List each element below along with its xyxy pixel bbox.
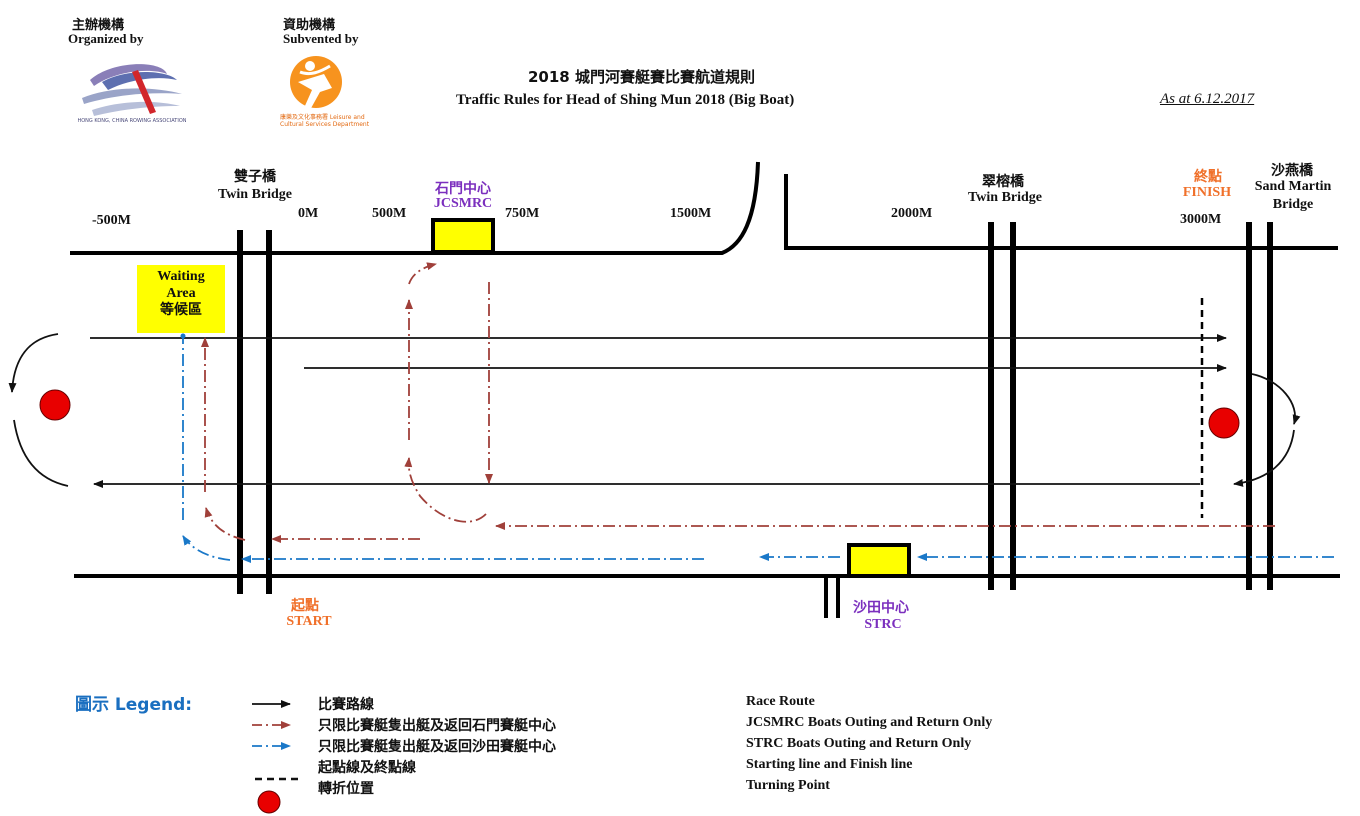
legend-item-en: JCSMRC Boats Outing and Return Only: [746, 715, 993, 730]
sand-martin-label-en-2: Bridge: [1272, 197, 1314, 212]
start-label-zh: 起點: [291, 598, 319, 614]
jcsmrc-label-en: JCSMRC: [433, 196, 493, 211]
waiting-area: Waiting Area 等候區: [137, 265, 225, 333]
lcsd-logo: 康樂及文化事務署 Leisure and Cultural Services D…: [280, 52, 370, 142]
distance-mark: 3000M: [1180, 212, 1222, 227]
turn-arc-right-bottom: [1233, 429, 1295, 487]
sand-martin-bridge: [1246, 222, 1273, 590]
legend-item-en: Turning Point: [746, 778, 830, 793]
jcsmrc-up-curve: [408, 262, 437, 285]
twin-bridge-left-en: Twin Bridge: [217, 187, 293, 202]
legend-item-zh: 轉折位置: [318, 781, 374, 797]
jcsmrc-route: [201, 262, 1275, 543]
distance-mark: 1500M: [670, 206, 712, 221]
turning-point-right: [1208, 407, 1240, 439]
strc-end-dot: [180, 333, 186, 339]
twin-bridge-right: [988, 222, 1016, 590]
jcsmrc-label-zh: 石門中心: [435, 181, 491, 197]
river-banks: [70, 161, 1340, 578]
hkcra-logo: HONG KONG, CHINA ROWING ASSOCIATION: [72, 52, 192, 142]
north-bank-left: [70, 161, 760, 255]
sand-martin-label-en-1: Sand Martin: [1254, 179, 1332, 194]
distance-mark: 2000M: [891, 206, 933, 221]
twin-bridge-left-zh: 雙子橋: [234, 169, 276, 185]
strc-box: [847, 543, 911, 578]
legend-item-en: STRC Boats Outing and Return Only: [746, 736, 972, 751]
finish-label-en: FINISH: [1182, 185, 1232, 200]
distance-mark: 500M: [372, 206, 407, 221]
as-at-date: As at 6.12.2017: [1160, 91, 1255, 107]
legend-item-en: Race Route: [746, 694, 815, 709]
start-label-en: START: [286, 614, 332, 629]
jcsmrc-out-curve: [404, 457, 487, 523]
distance-mark: -500M: [92, 213, 131, 228]
route-map: [8, 161, 1340, 618]
organizer-label-zh: 主辦機構: [72, 18, 125, 33]
sponsor-label-en: Subvented by: [283, 31, 359, 46]
legend-item-zh: 起點線及終點線: [318, 760, 416, 776]
turn-arc-left-bottom: [13, 419, 69, 487]
title-en: Traffic Rules for Head of Shing Mun 2018…: [456, 92, 795, 108]
strc-label-en: STRC: [864, 617, 902, 632]
hkcra-logo-text: HONG KONG, CHINA ROWING ASSOCIATION: [77, 118, 187, 124]
sponsor-label-zh: 資助機構: [283, 18, 336, 33]
twin-bridge-left: [237, 230, 272, 594]
title-zh: 2018 城門河賽艇賽比賽航道規則: [528, 68, 755, 86]
turning-point-left: [39, 389, 71, 421]
legend-en-list: Race Route JCSMRC Boats Outing and Retur…: [746, 694, 992, 799]
waiting-label-zh: 等候區: [160, 302, 202, 318]
strc-bridge-curve: [182, 535, 231, 561]
organizer-label-en: Organized by: [68, 31, 144, 46]
strc-jetty: [824, 578, 840, 618]
jcsmrc-bridge-curve: [204, 507, 246, 541]
legend-title: 圖示 Legend:: [75, 695, 193, 715]
red-dot-icon: [257, 790, 281, 814]
race-route: [8, 333, 1301, 488]
jcsmrc-box: [431, 218, 495, 254]
legend-item-zh: 只限比賽艇隻出艇及返回石門賽艇中心: [318, 718, 556, 734]
strc-route: [182, 336, 1334, 563]
twin-bridge-right-zh: 翠榕橋: [982, 174, 1024, 190]
legend-zh-list: 比賽路線 只限比賽艇隻出艇及返回石門賽艇中心 只限比賽艇隻出艇及返回沙田賽艇中心…: [318, 694, 556, 799]
distance-mark: 0M: [298, 206, 319, 221]
turn-arc-left-top: [8, 333, 59, 393]
waiting-label-en-2: Area: [166, 286, 196, 301]
twin-bridge-right-en: Twin Bridge: [967, 190, 1043, 205]
legend-item-zh: 比賽路線: [318, 697, 374, 713]
lcsd-logo-text: 康樂及文化事務署 Leisure and Cultural Services D…: [280, 114, 370, 128]
legend-item-zh: 只限比賽艇隻出艇及返回沙田賽艇中心: [318, 739, 556, 755]
strc-label-zh: 沙田中心: [853, 600, 909, 616]
north-bank-right: [784, 174, 1338, 250]
distance-mark: 750M: [505, 206, 540, 221]
waiting-label-en-1: Waiting: [157, 269, 205, 284]
turn-arc-right-top: [1251, 373, 1301, 425]
legend-item-en: Starting line and Finish line: [746, 757, 913, 772]
sand-martin-label-zh: 沙燕橋: [1271, 163, 1313, 179]
finish-label-zh: 終點: [1194, 169, 1222, 185]
